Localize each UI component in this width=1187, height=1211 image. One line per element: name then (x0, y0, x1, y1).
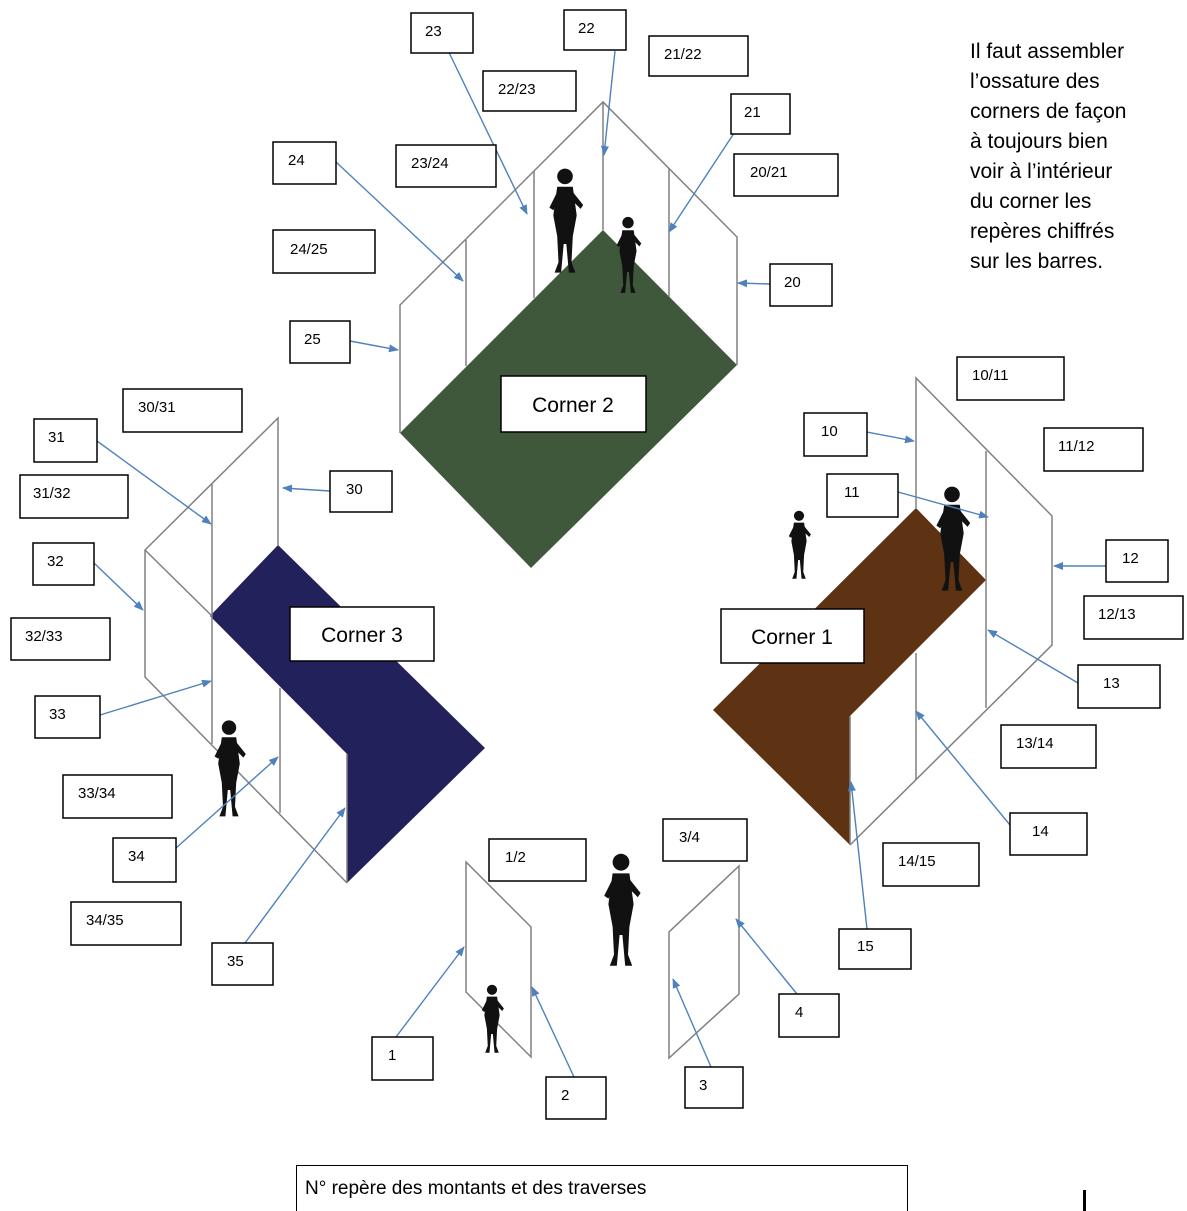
label-33-34: 33/34 (78, 785, 116, 802)
label-3-4: 3/4 (679, 829, 700, 846)
instruction-line: repères chiffrés (970, 220, 1115, 243)
label-33: 33 (49, 706, 66, 723)
label-14: 14 (1032, 823, 1049, 840)
panel-right (668, 864, 740, 1060)
label-10-11: 10/11 (972, 367, 1008, 384)
instruction-line: l’ossature des (970, 70, 1100, 93)
label-24-25: 24/25 (290, 241, 328, 258)
label-14-15: 14/15 (898, 853, 936, 870)
label-12-13: 12/13 (1098, 606, 1136, 623)
label-32-33: 32/33 (25, 628, 63, 645)
label-31-32: 31/32 (33, 485, 71, 502)
panel-left (465, 860, 532, 1059)
instruction-line: corners de façon (970, 100, 1127, 123)
label-4: 4 (795, 1004, 803, 1021)
label-3: 3 (699, 1077, 707, 1094)
label-1: 1 (388, 1047, 396, 1064)
legend-box: N° repère des montants et des traverses (296, 1165, 908, 1211)
label-31: 31 (48, 429, 65, 446)
label-11: 11 (844, 484, 860, 501)
corner-3-figures (214, 720, 246, 817)
pointer-arrows (93, 39, 1106, 1078)
number-labels: 23 22 21/22 22/23 21 24 23/24 20/21 24/2… (10, 9, 1184, 1120)
label-21-22: 21/22 (664, 46, 702, 63)
corner-3: Corner 3 (144, 416, 485, 884)
label-12: 12 (1122, 550, 1139, 567)
corner-1-floor (713, 508, 986, 845)
entrance-figures (481, 853, 641, 1053)
corner-3-frame (144, 416, 348, 884)
corner-2-label: Corner 2 (532, 394, 614, 417)
corner-2: Corner 2 (399, 100, 738, 568)
corner-1: Corner 1 (713, 376, 1053, 846)
stray-mark (1083, 1190, 1086, 1211)
label-11-12: 11/12 (1058, 438, 1094, 455)
label-24: 24 (288, 152, 305, 169)
label-23-24: 23/24 (411, 155, 449, 172)
label-23: 23 (425, 23, 442, 40)
legend-text: N° repère des montants et des traverses (305, 1178, 647, 1199)
label-1-2: 1/2 (505, 849, 526, 866)
label-25: 25 (304, 331, 321, 348)
assembly-instructions: Il faut assembler l’ossature des corners… (970, 37, 1185, 277)
label-10: 10 (821, 423, 838, 440)
corner-1-label: Corner 1 (751, 626, 833, 649)
instruction-line: voir à l’intérieur (970, 160, 1113, 183)
label-30: 30 (346, 481, 363, 498)
instruction-line: Il faut assembler (970, 40, 1125, 63)
corner-3-label: Corner 3 (321, 624, 403, 647)
label-22-23: 22/23 (498, 81, 536, 98)
label-30-31: 30/31 (138, 399, 176, 416)
entrance-panels (465, 853, 740, 1060)
label-20: 20 (784, 274, 801, 291)
instruction-line: sur les barres. (970, 250, 1104, 273)
instruction-line: à toujours bien (970, 130, 1108, 153)
label-22: 22 (578, 20, 595, 37)
label-20-21: 20/21 (750, 164, 788, 181)
label-21: 21 (744, 104, 761, 121)
label-34-35: 34/35 (86, 912, 124, 929)
label-2: 2 (561, 1087, 569, 1104)
label-34: 34 (128, 848, 145, 865)
label-35: 35 (227, 953, 244, 970)
label-32: 32 (47, 553, 64, 570)
label-13-14: 13/14 (1016, 735, 1054, 752)
label-15: 15 (857, 938, 874, 955)
corner-3-floor (210, 545, 485, 883)
instruction-line: du corner les (970, 190, 1092, 213)
label-13: 13 (1103, 675, 1120, 692)
